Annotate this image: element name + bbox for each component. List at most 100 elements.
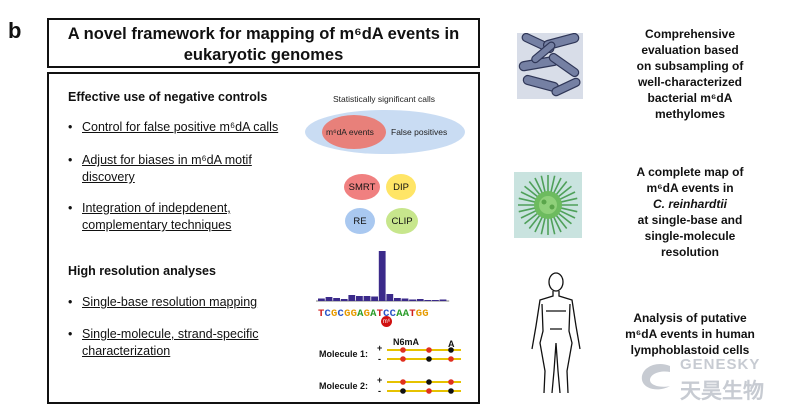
dna-sequence: TCGCGGAGATCCAATGG <box>318 303 429 320</box>
description-line: well-characterized <box>637 75 743 89</box>
false-positives-label: False positives <box>391 127 448 137</box>
description-line: resolution <box>660 245 719 259</box>
bacteria-illustration <box>517 32 583 99</box>
unmethylated-site <box>400 388 406 394</box>
a-label: A <box>448 339 455 349</box>
bullet-text: complementary techniques <box>82 218 232 232</box>
signal-bar <box>325 297 333 301</box>
sequence-base: C <box>337 308 345 320</box>
signal-track <box>316 251 450 302</box>
bacteria-description: Comprehensive evaluation based on subsam… <box>620 26 760 122</box>
description-line: methylomes <box>654 107 726 121</box>
sequence-base: G <box>344 308 351 320</box>
technique-dip: DIP <box>386 174 416 200</box>
signal-bar <box>394 298 401 301</box>
bullet-text: Single-molecule, strand-specific <box>82 327 259 341</box>
methylated-site <box>426 347 432 353</box>
sequence-base: A <box>357 308 364 320</box>
methylated-site <box>448 379 454 385</box>
bullet-dot: • <box>68 201 73 215</box>
description-line: at single-base and <box>637 213 743 227</box>
signal-bar <box>371 296 378 301</box>
watermark: GENESKY 天昊生物 <box>636 354 810 404</box>
bullet-text: discovery <box>82 170 135 184</box>
title-line-1: A novel framework for mapping of m⁶dA ev… <box>67 25 460 43</box>
human-figure-illustration <box>531 272 581 394</box>
description-line-species: C. reinhardtii <box>652 197 727 211</box>
plus-strand-label: + <box>377 375 383 385</box>
title-line-2: eukaryotic genomes <box>183 46 344 64</box>
algae-illustration <box>514 172 582 238</box>
human-description: Analysis of putative m⁶dA events in huma… <box>620 310 760 358</box>
methylated-site <box>426 388 432 394</box>
bullet-item: • Adjust for biases in m⁶dA motif discov… <box>68 152 328 188</box>
methylation-marker: m⁶ <box>381 316 392 327</box>
methylation-marker-label: m⁶ <box>382 318 391 325</box>
signal-bar <box>333 298 340 301</box>
unmethylated-site <box>426 356 432 362</box>
signal-bar <box>439 299 447 301</box>
human-figure-image <box>526 271 586 399</box>
molecule-label: Molecule 1: <box>319 349 369 359</box>
n6ma-label: N6mA <box>393 337 420 347</box>
description-line: lymphoblastoid cells <box>630 343 750 357</box>
bullet-text: Single-base resolution mapping <box>82 295 258 309</box>
unmethylated-site <box>448 388 454 394</box>
bullet-dot: • <box>68 295 73 309</box>
description-line: Comprehensive <box>644 27 736 41</box>
figure-title: A novel framework for mapping of m⁶dA ev… <box>47 18 480 68</box>
sequence-base: A <box>402 308 410 320</box>
sequence-base: T <box>318 308 325 320</box>
signal-bar <box>378 251 386 301</box>
description-line: Analysis of putative <box>633 311 747 325</box>
methylated-site <box>400 347 406 353</box>
bullet-text: Control for false positive m⁶dA calls <box>82 120 279 134</box>
sequence-base: G <box>331 308 338 320</box>
watermark-latin: GENESKY <box>680 356 761 373</box>
bullet-dot: • <box>68 153 73 167</box>
sequence-base: G <box>415 308 423 320</box>
methylated-site <box>400 356 406 362</box>
algae-description: A complete map of m⁶dA events in C. rein… <box>620 164 760 260</box>
description-line: m⁶dA events in <box>646 181 734 195</box>
signal-bar <box>424 300 432 301</box>
sequence-base: T <box>376 308 384 320</box>
unmethylated-site <box>448 347 454 353</box>
bullet-item: • Control for false positive m⁶dA calls <box>68 119 328 139</box>
bacteria-image <box>517 32 583 99</box>
plus-strand-label: + <box>377 343 383 353</box>
bullet-text: Integration of indepdenent, <box>82 201 231 215</box>
m6da-events-label: m⁶dA events <box>326 127 374 137</box>
bullet-item: • Integration of indepdenent, complement… <box>68 200 328 236</box>
m6da-events-ellipse <box>322 115 386 149</box>
sequence-base: G <box>363 308 371 320</box>
watermark-logo-icon <box>641 363 670 390</box>
section-heading-high-resolution: High resolution analyses <box>68 264 216 278</box>
minus-strand-label: - <box>378 354 381 364</box>
sequence-base: G <box>350 308 358 320</box>
section-heading-negative-controls: Effective use of negative controls <box>68 90 268 104</box>
sequence-base: T <box>409 308 416 320</box>
signal-bar <box>340 299 348 301</box>
signal-bar <box>409 299 416 301</box>
signal-bar <box>363 296 371 301</box>
sequence-base: C <box>324 308 332 320</box>
description-line: A complete map of <box>636 165 744 179</box>
signal-bar <box>318 298 325 301</box>
description-line: bacterial m⁶dA <box>647 91 733 105</box>
watermark-chinese: 天昊生物 <box>680 380 764 403</box>
signal-bar <box>401 298 409 301</box>
algae-image <box>514 172 582 238</box>
sequence-base: A <box>370 308 377 320</box>
significance-label: Statistically significant calls <box>333 94 436 104</box>
methylated-site <box>400 379 406 385</box>
bullet-item: • Single-molecule, strand-specific chara… <box>68 326 328 362</box>
description-line: m⁶dA events in human <box>625 327 755 341</box>
bullet-text: Adjust for biases in m⁶dA motif <box>82 153 252 167</box>
technique-re: RE <box>345 208 375 234</box>
signal-bar <box>432 300 439 301</box>
bullet-text: characterization <box>82 344 171 358</box>
sequence-base: C <box>383 308 390 320</box>
signal-bar <box>386 294 394 301</box>
sequence-base: C <box>389 308 397 320</box>
